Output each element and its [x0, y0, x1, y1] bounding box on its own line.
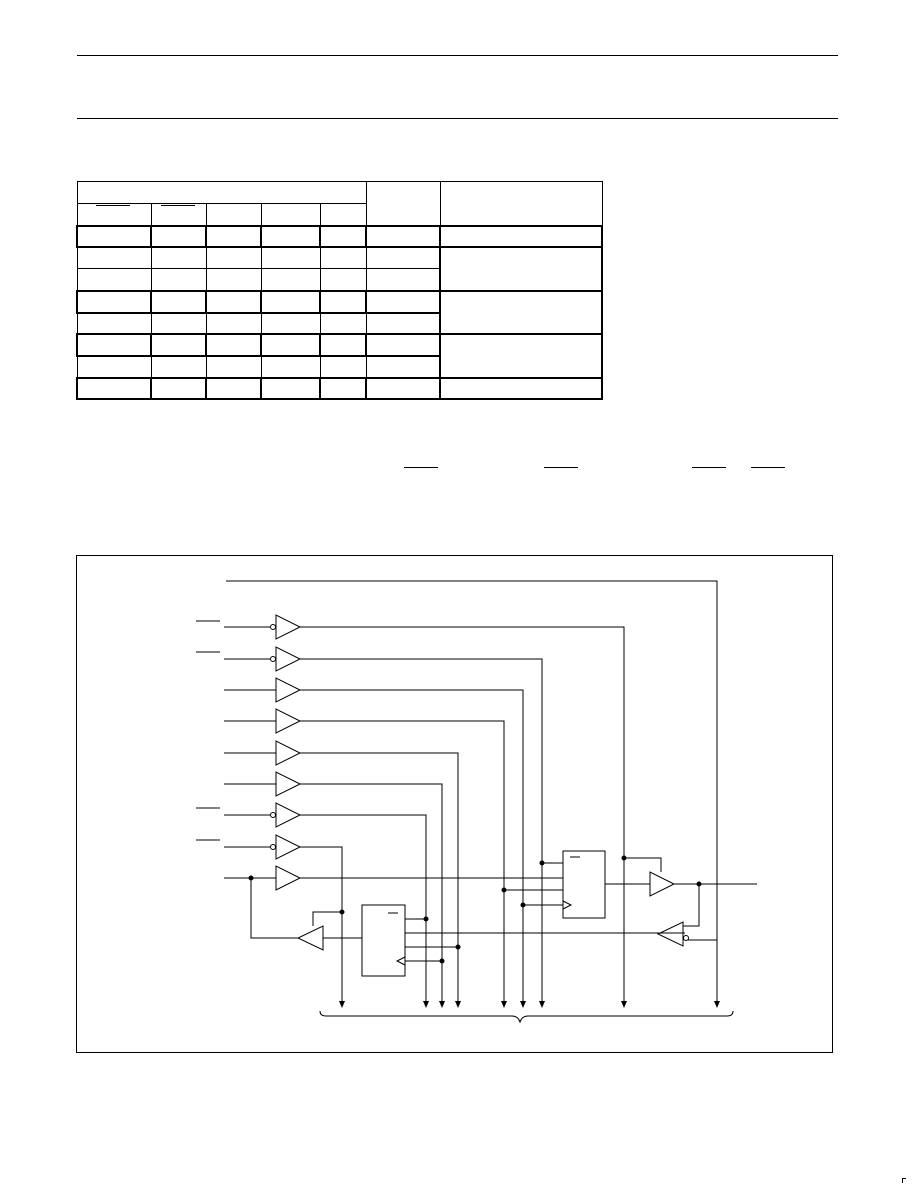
overbar-text-2 [544, 467, 578, 468]
overbar-col1 [96, 205, 130, 206]
wire [300, 689, 524, 1005]
table-cell [76, 332, 152, 357]
mode-cell [439, 332, 604, 379]
overbar-text-4 [751, 467, 785, 468]
buffer-1 [275, 614, 302, 640]
junction [501, 887, 507, 893]
logic-diagram-frame [76, 555, 833, 1053]
wire [300, 846, 343, 1005]
table-cell [205, 289, 262, 314]
arrow [539, 1001, 545, 1008]
buffer-9 [275, 865, 302, 891]
wire [300, 626, 625, 1005]
table-cell [318, 289, 368, 314]
junction [423, 916, 429, 922]
inversion-bubble [683, 935, 689, 941]
wire [312, 911, 342, 926]
table-cell [150, 289, 207, 314]
table-cell [365, 376, 442, 400]
table-cell [365, 289, 442, 314]
latch-a [562, 850, 606, 919]
wire [300, 814, 427, 1005]
arrow [621, 1001, 627, 1008]
wire [300, 752, 459, 1005]
junction [621, 855, 627, 861]
table-cell [365, 224, 442, 248]
table-cell [318, 376, 368, 400]
table-cell [439, 376, 604, 400]
table-cell [260, 224, 321, 248]
junction [339, 909, 345, 915]
wire [624, 857, 662, 872]
arrow [520, 1001, 526, 1008]
wire [300, 720, 505, 1005]
buffer-4 [275, 708, 302, 734]
return-buffer [296, 925, 324, 951]
junction [539, 860, 545, 866]
mode-cell [439, 289, 604, 335]
table-cell [260, 332, 321, 357]
table-cell [76, 289, 152, 314]
arrow [501, 1001, 507, 1008]
mode-cell [439, 245, 604, 292]
input-return-buffer [656, 921, 684, 947]
function-table [76, 181, 604, 400]
overbar-col2 [161, 205, 195, 206]
table-cell [260, 289, 321, 314]
table-cell [260, 376, 321, 400]
wire [300, 658, 543, 1005]
header-rule [77, 118, 838, 119]
table-cell [205, 332, 262, 357]
inversion-bubble [270, 844, 276, 850]
overbar-text-3 [692, 467, 726, 468]
arrow [714, 1001, 720, 1008]
table-cell [365, 332, 442, 357]
latch-b [361, 904, 406, 977]
buffer-2 [275, 646, 302, 672]
table-cell [76, 376, 152, 400]
buffer-5 [275, 740, 302, 766]
wire [300, 783, 443, 1005]
arrow [439, 1001, 445, 1008]
output-buffer [649, 871, 676, 897]
clock-marker [562, 900, 573, 910]
buffer-8 [275, 834, 302, 860]
table-cell [205, 376, 262, 400]
table-cell [318, 224, 368, 248]
junction [455, 944, 461, 950]
mode-header-cell [439, 181, 603, 226]
table-cell [150, 332, 207, 357]
inversion-bubble [270, 812, 276, 818]
inversion-bubble [270, 656, 276, 662]
arrow [339, 1001, 345, 1008]
junction [520, 902, 526, 908]
arrow [423, 1001, 429, 1008]
table-cell [76, 224, 152, 248]
overbar-text-1 [404, 467, 438, 468]
wire [250, 878, 298, 939]
wire [226, 580, 718, 1005]
arrow [455, 1001, 461, 1008]
inversion-bubble [270, 624, 276, 630]
clock-marker [395, 956, 406, 966]
junction [439, 958, 445, 964]
buffer-7 [275, 802, 302, 828]
buffer-3 [275, 677, 302, 703]
bus-arrows [339, 1001, 720, 1008]
table-cell [150, 224, 207, 248]
table-cell [318, 332, 368, 357]
corner-mark [902, 1178, 906, 1183]
buffer-6 [275, 771, 302, 797]
table-cell [205, 224, 262, 248]
wire [683, 884, 700, 927]
table-cell [150, 376, 207, 400]
bus-brace [319, 1010, 734, 1024]
table-cell [439, 224, 604, 248]
top-rule [77, 55, 838, 56]
